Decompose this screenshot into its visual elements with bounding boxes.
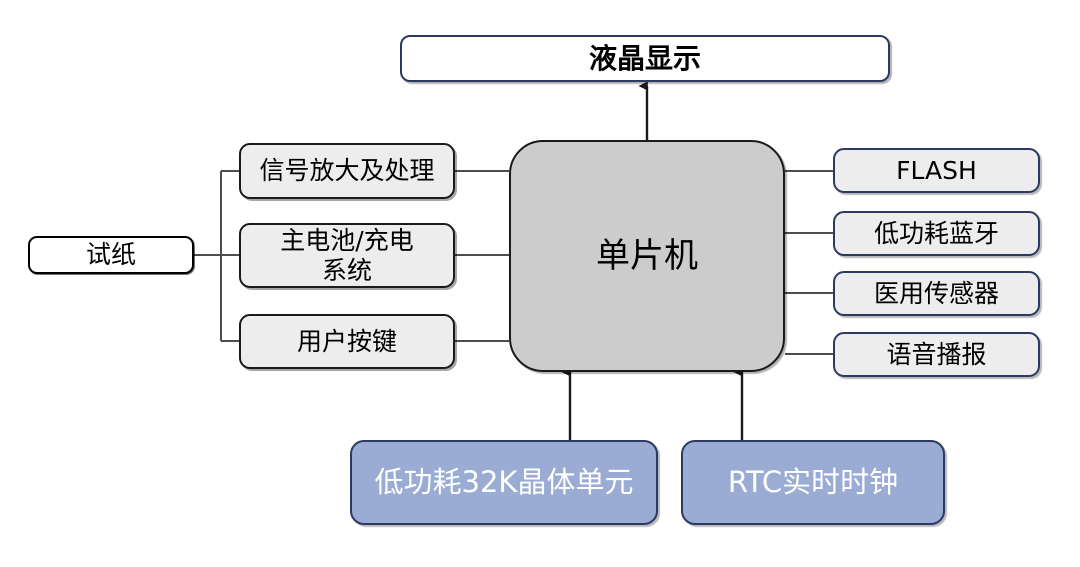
node-signal-amplify-process[interactable]: 信号放大及处理 [239,143,455,199]
node-voice-broadcast[interactable]: 语音播报 [833,332,1040,377]
node-low-power-bluetooth[interactable]: 低功耗蓝牙 [833,211,1040,256]
node-low-power-32k-crystal-unit[interactable]: 低功耗32K晶体单元 [350,440,658,525]
node-rtc-real-time-clock[interactable]: RTC实时时钟 [681,440,945,525]
node-main-battery-charging-system[interactable]: 主电池/充电 系统 [239,223,455,288]
node-medical-sensor[interactable]: 医用传感器 [833,271,1040,316]
node-user-keys[interactable]: 用户按键 [239,314,455,369]
node-lcd-display[interactable]: 液晶显示 [400,35,890,82]
node-flash[interactable]: FLASH [833,148,1040,193]
node-test-strip[interactable]: 试纸 [28,236,194,274]
node-mcu[interactable]: 单片机 [509,140,785,372]
